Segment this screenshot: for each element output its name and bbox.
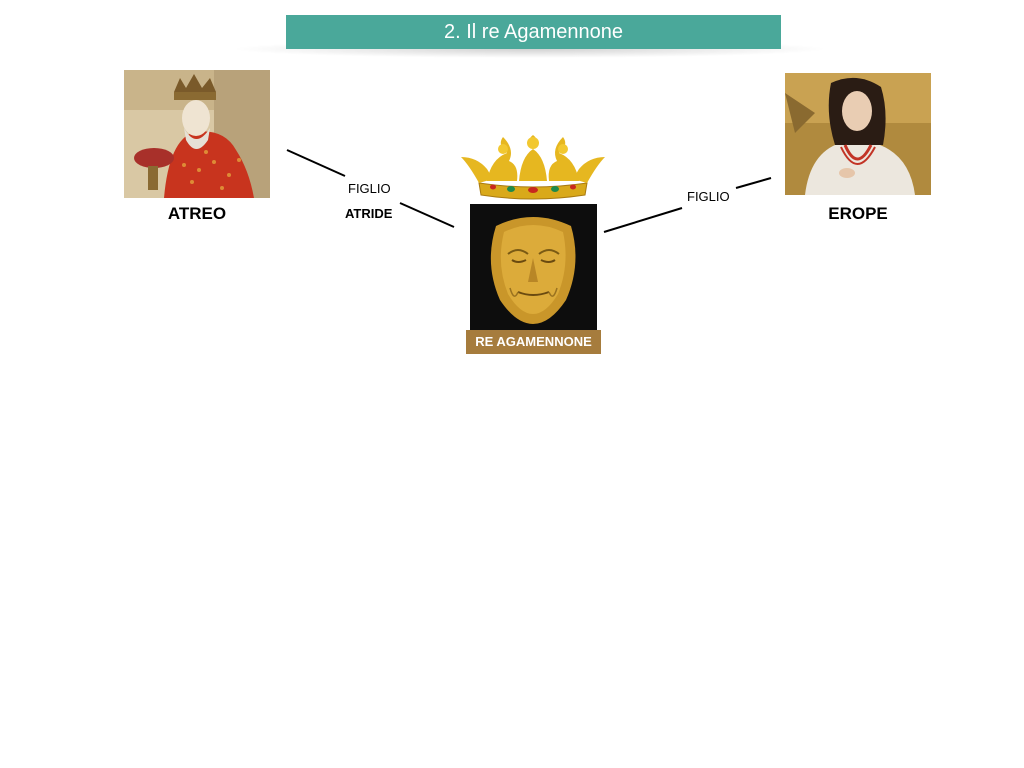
crown-icon	[459, 135, 607, 201]
erope-name: EROPE	[828, 204, 888, 223]
agamennone-mask-image	[470, 204, 597, 330]
agamennone-name-badge: RE AGAMENNONE	[466, 330, 601, 354]
connector-erope-b	[603, 207, 683, 233]
connector-erope-a	[735, 177, 772, 189]
erope-portrait	[785, 73, 931, 195]
left-relation-sublabel: ATRIDE	[345, 206, 393, 221]
atreo-portrait	[124, 70, 270, 198]
connector-atreo-b	[399, 202, 455, 228]
right-relation-label: FIGLIO	[687, 189, 730, 204]
atreo-name: ATREO	[167, 204, 227, 223]
connector-atreo-a	[286, 149, 346, 177]
slide-title: 2. Il re Agamennone	[286, 15, 781, 49]
left-relation-label: FIGLIO	[348, 181, 391, 196]
